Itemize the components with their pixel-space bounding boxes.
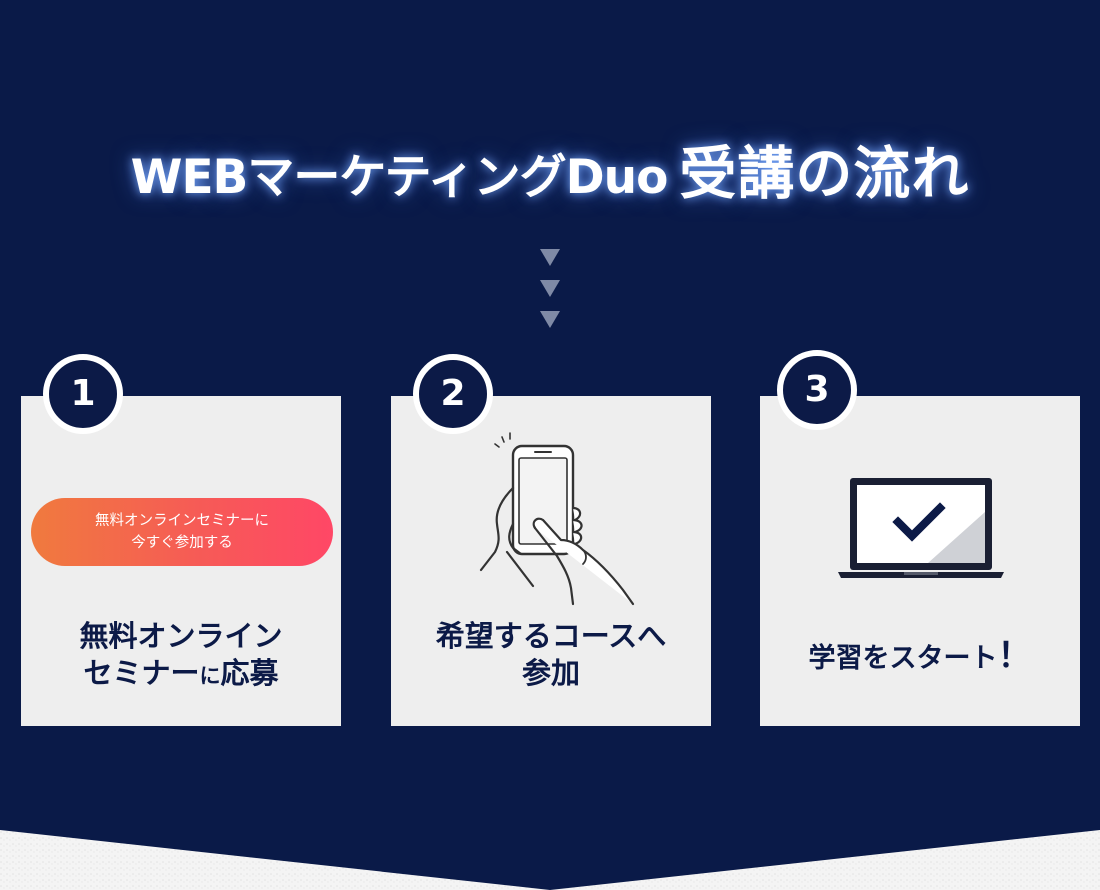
cta-line-1: 無料オンラインセミナーに — [95, 513, 269, 529]
step-number-badge-1: 1 — [43, 354, 123, 434]
step-title-1-line2: セミナーに応募 — [21, 655, 341, 695]
step-number-badge-3: 3 — [777, 350, 857, 430]
laptop-check-icon — [838, 478, 1004, 578]
step-title-2: 希望するコースへ 参加 — [391, 618, 711, 692]
section-title-part1: WEBマーケティングDuo — [130, 150, 669, 205]
step-title-2-line2: 参加 — [521, 656, 580, 690]
bottom-paper-divider — [0, 830, 1100, 890]
step-title-2-line1: 希望するコースへ — [435, 619, 667, 653]
step-title-1-line2c: 応募 — [220, 656, 279, 690]
step-title-3-main: 学習をスタート — [808, 643, 998, 674]
step-title-3-mark: ！ — [997, 636, 1032, 676]
step-title-1-line1: 無料オンライン — [79, 619, 283, 653]
triangle-down-icon — [540, 280, 560, 297]
triangle-down-icon — [540, 249, 560, 266]
step-card-2: 希望するコースへ 参加 — [391, 396, 711, 726]
step-card-1: 無料オンラインセミナーに 今すぐ参加する 無料オンライン セミナーに応募 — [21, 396, 341, 726]
step-card-3: 学習をスタート！ — [760, 396, 1080, 726]
free-seminar-cta-button[interactable]: 無料オンラインセミナーに 今すぐ参加する — [31, 498, 333, 566]
triangle-down-icon — [540, 311, 560, 328]
flow-arrows — [539, 249, 561, 342]
step-number-badge-2: 2 — [413, 354, 493, 434]
cta-line-2: 今すぐ参加する — [131, 535, 233, 551]
section-title-part2: 受講の流れ — [679, 141, 970, 207]
step-title-3: 学習をスタート！ — [760, 638, 1080, 677]
step-title-1-line2a: セミナー — [83, 656, 200, 690]
step-title-1-line2b: に — [199, 664, 221, 688]
smartphone-tap-icon — [479, 432, 635, 606]
step-title-1: 無料オンライン セミナーに応募 — [21, 618, 341, 695]
